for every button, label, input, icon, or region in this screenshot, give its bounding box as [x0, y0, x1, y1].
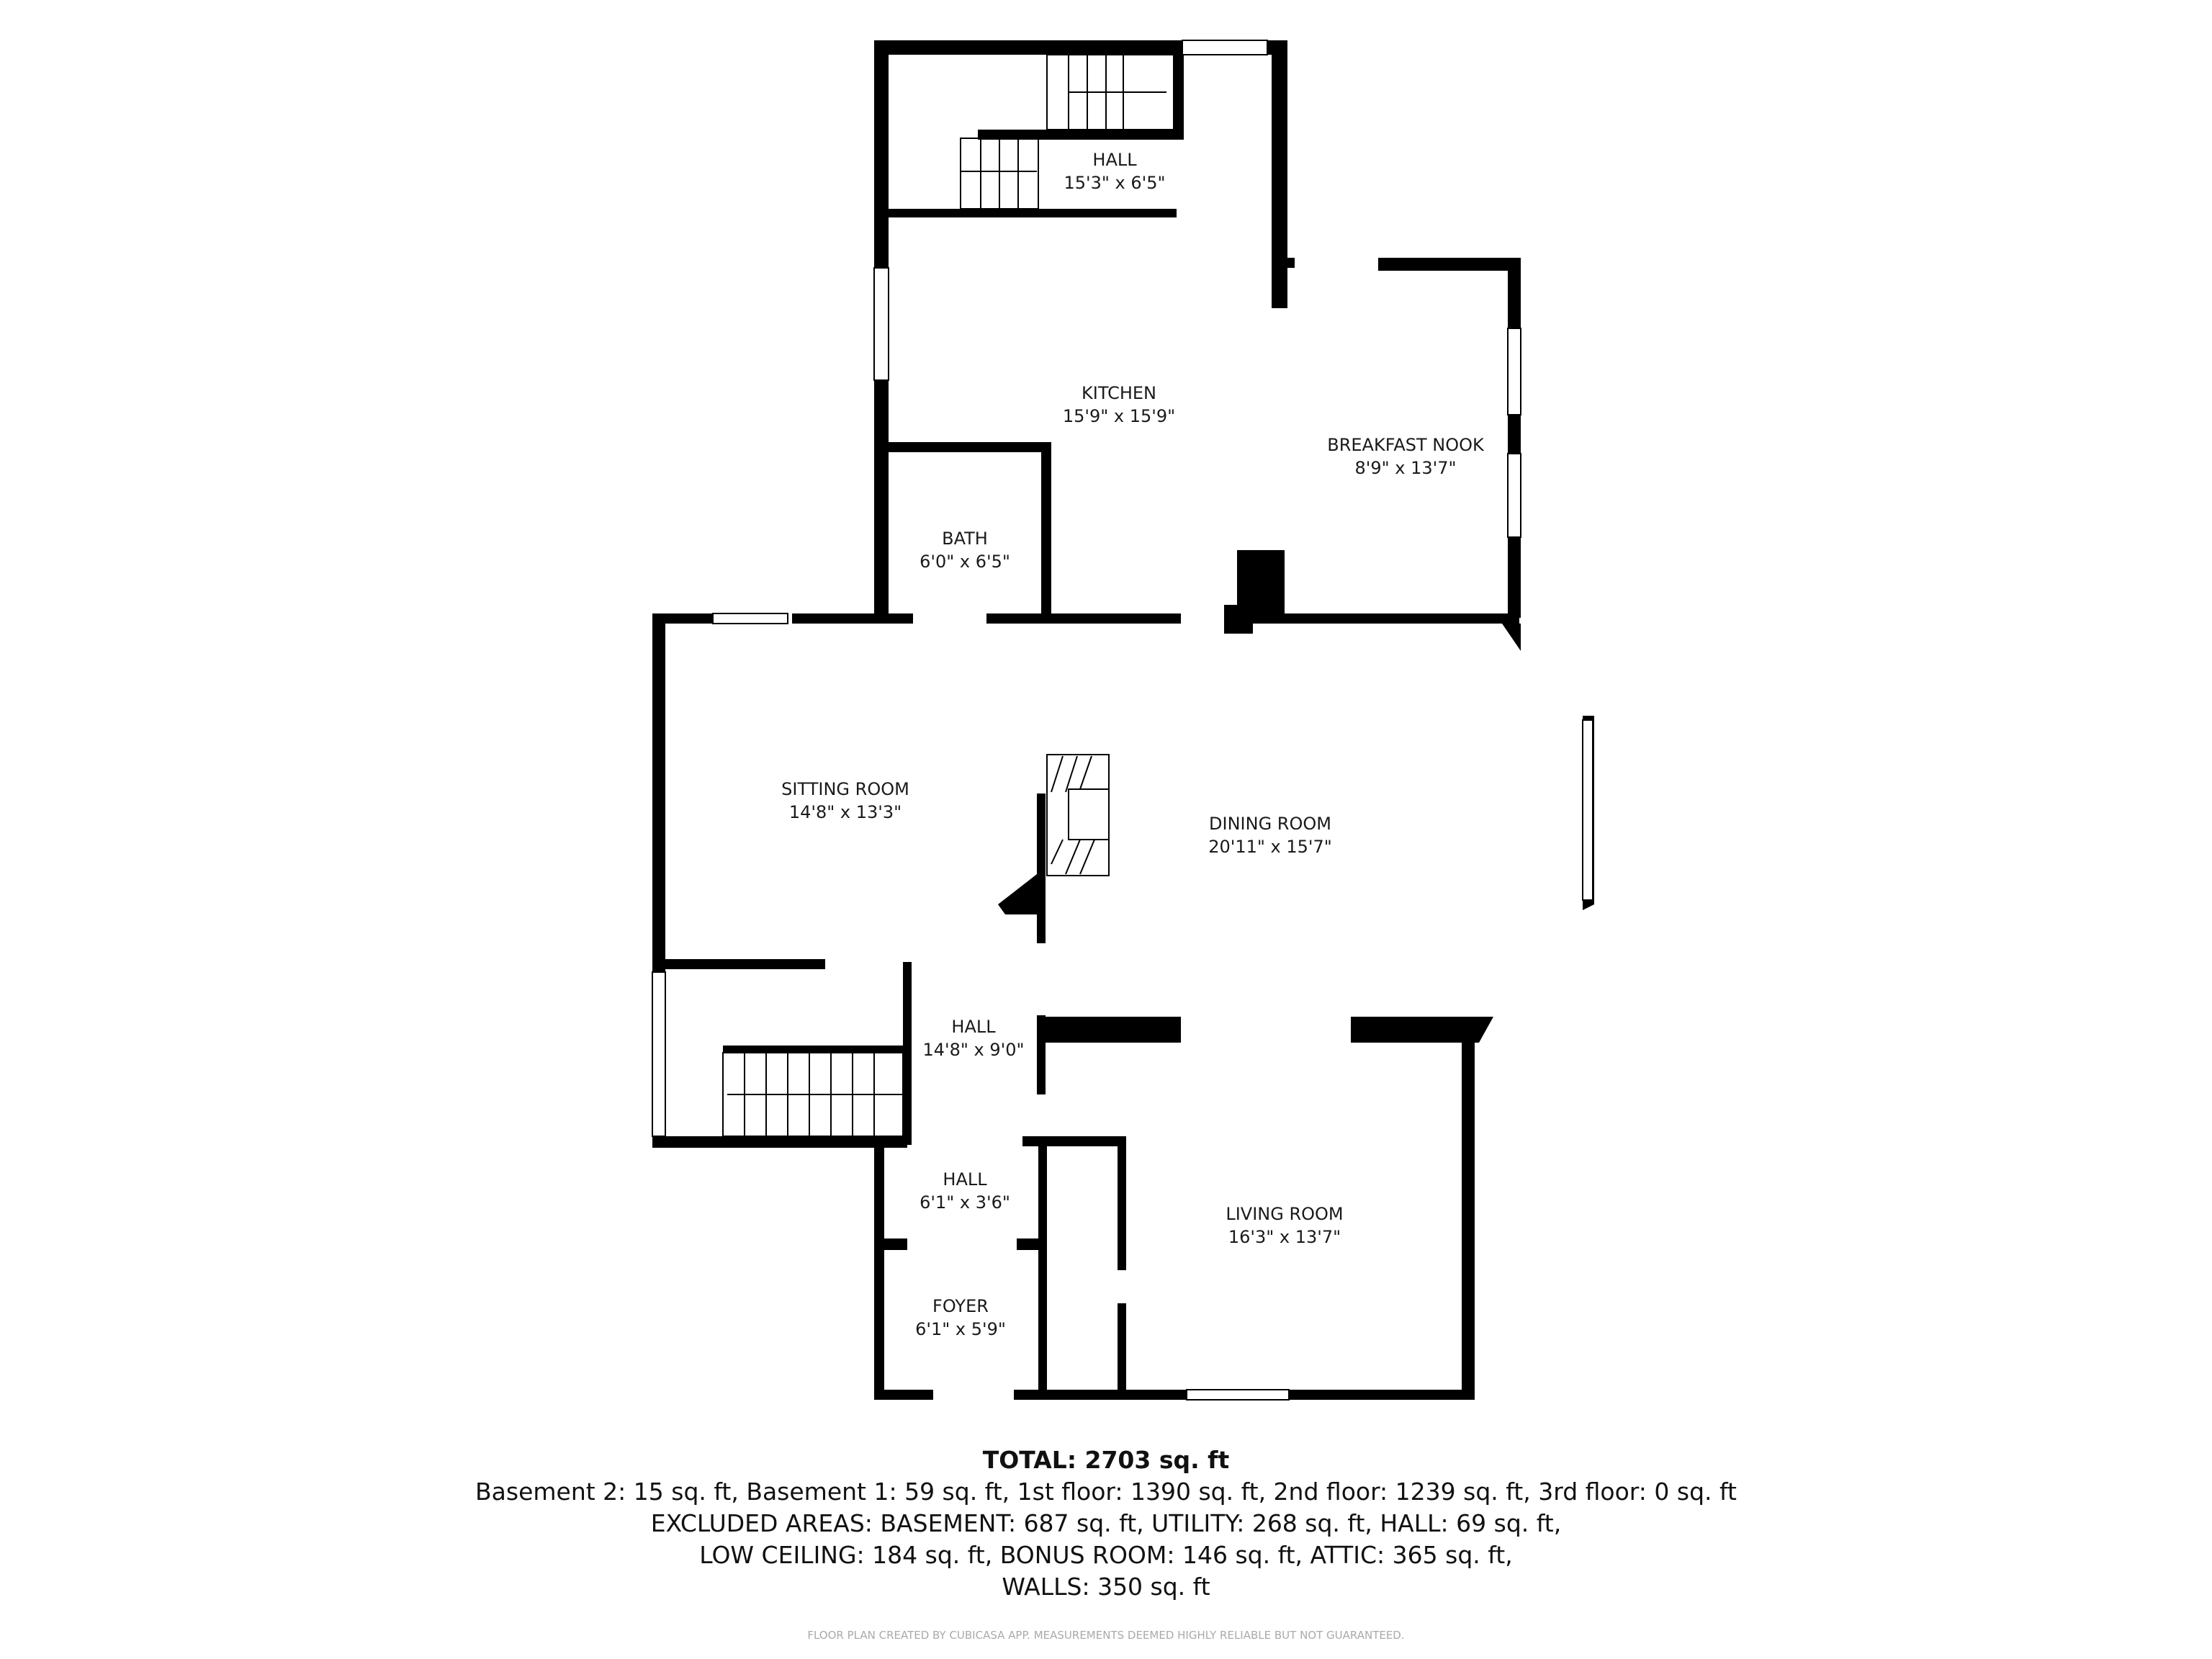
- room-name: HALL: [943, 1169, 987, 1190]
- walls-area: WALLS: 350 sq. ft: [1002, 1573, 1210, 1601]
- stairs: [722, 54, 1174, 1137]
- room-size: 8'9" x 13'7": [1354, 458, 1456, 478]
- room-name: DINING ROOM: [1209, 814, 1331, 834]
- excluded-areas: EXCLUDED AREAS: BASEMENT: 687 sq. ft, UT…: [650, 1509, 1562, 1537]
- room-size: 6'1" x 5'9": [915, 1319, 1006, 1339]
- room-name: LIVING ROOM: [1226, 1204, 1343, 1224]
- room-size: 6'1" x 3'6": [920, 1192, 1010, 1213]
- room-name: FOYER: [932, 1296, 989, 1316]
- room-name: BREAKFAST NOOK: [1327, 435, 1485, 455]
- total-area: TOTAL: 2703 sq. ft: [982, 1446, 1230, 1474]
- room-name: HALL: [951, 1017, 996, 1037]
- room-size: 16'3" x 13'7": [1228, 1227, 1341, 1247]
- room-name: SITTING ROOM: [781, 779, 909, 799]
- room-size: 15'3" x 6'5": [1064, 173, 1165, 193]
- room-size: 14'8" x 13'3": [789, 802, 902, 822]
- room-labels: HALL 15'3" x 6'5" KITCHEN 15'9" x 15'9" …: [781, 150, 1485, 1339]
- excluded-areas-cont: LOW CEILING: 184 sq. ft, BONUS ROOM: 146…: [699, 1541, 1513, 1569]
- fireplace: [1046, 754, 1110, 876]
- room-name: HALL: [1092, 150, 1137, 170]
- room-size: 14'8" x 9'0": [922, 1040, 1024, 1060]
- walls: [652, 40, 1594, 1400]
- room-name: KITCHEN: [1082, 383, 1156, 403]
- windows: [652, 40, 1593, 1401]
- room-size: 15'9" x 15'9": [1063, 406, 1175, 426]
- room-size: 20'11" x 15'7": [1208, 837, 1332, 857]
- floor-breakdown: Basement 2: 15 sq. ft, Basement 1: 59 sq…: [475, 1478, 1737, 1506]
- room-size: 6'0" x 6'5": [920, 552, 1010, 572]
- room-name: BATH: [942, 529, 988, 549]
- disclaimer: FLOOR PLAN CREATED BY CUBICASA APP. MEAS…: [807, 1629, 1405, 1642]
